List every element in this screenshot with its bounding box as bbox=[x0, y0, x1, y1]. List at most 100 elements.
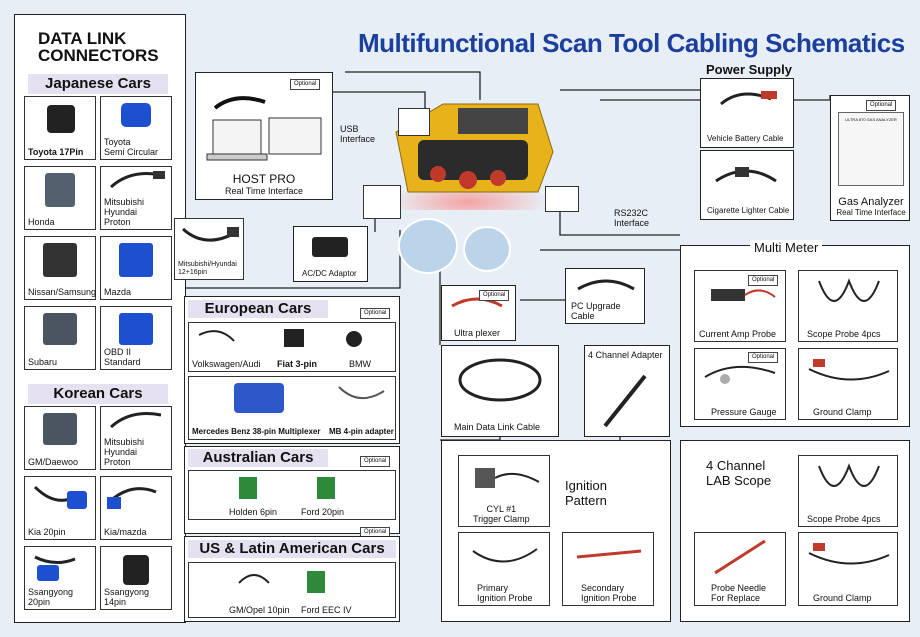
connector-label: GM/Daewoo bbox=[28, 457, 79, 467]
japanese-grid: Toyota 17Pin Toyota Semi Circular Honda … bbox=[24, 96, 172, 374]
connector-label: Kia 20pin bbox=[28, 527, 66, 537]
optional-tag: Optional bbox=[748, 275, 779, 286]
us-row: GM/Opel 10pin Ford EEC IV bbox=[188, 562, 396, 618]
dc-port bbox=[363, 185, 401, 219]
current-amp-label: Current Amp Probe bbox=[699, 329, 777, 339]
connector-label: Nissan/Samsung bbox=[28, 287, 97, 297]
connector-label: Ssangyong 20pin bbox=[28, 587, 74, 607]
optional-tag: Optional bbox=[360, 308, 391, 319]
connector-label: Ssangyong 14pin bbox=[104, 587, 150, 607]
connector-kia-mazda: Kia/mazda bbox=[100, 476, 172, 540]
gas-analyzer-screen-title: ULTRA 870 GAS ANALYZER bbox=[845, 117, 897, 122]
european-mb38: Mercedes Benz 38-pin Multiplexer bbox=[192, 427, 321, 436]
optional-tag: Optional bbox=[479, 290, 510, 301]
vehicle-battery-label: Vehicle Battery Cable bbox=[707, 134, 784, 143]
multimeter-header: Multi Meter bbox=[750, 240, 823, 255]
channel-adapter-label: 4 Channel Adapter bbox=[588, 350, 663, 360]
channel-adapter-panel: 4 Channel Adapter bbox=[584, 345, 670, 437]
scan-tool-device bbox=[388, 92, 558, 210]
connector-label: Mitsubishi Hyundai Proton bbox=[104, 437, 145, 467]
optional-tag: Optional bbox=[360, 456, 391, 467]
ignition-header: Ignition Pattern bbox=[565, 478, 607, 508]
connector-honda: Honda bbox=[24, 166, 96, 230]
probe-needle-label: Probe Needle For Replace bbox=[711, 583, 767, 603]
power-supply-label: Power Supply bbox=[706, 62, 792, 77]
australian-ford: Ford 20pin bbox=[301, 507, 345, 517]
korean-header: Korean Cars bbox=[28, 384, 168, 404]
host-label: HOST PRO bbox=[232, 172, 296, 186]
main-cable-panel: Main Data Link Cable bbox=[441, 345, 559, 437]
optional-tag: Optional bbox=[866, 100, 897, 111]
primary-probe: Primary Ignition Probe bbox=[458, 532, 550, 606]
cig-lighter-label: Cigarette Lighter Cable bbox=[707, 206, 790, 215]
trigger-clamp-label: CYL #1 Trigger Clamp bbox=[473, 504, 530, 524]
connector-mitsubishi-jp: Mitsubishi Hyundai Proton bbox=[100, 166, 172, 230]
connector-label: Mitsubishi/Hyundai 12+16pin bbox=[178, 261, 237, 276]
connector-label: Honda bbox=[28, 217, 55, 227]
connector-ssangyong-14: Ssangyong 14pin bbox=[100, 546, 172, 610]
us-header: US & Latin American Cars bbox=[188, 540, 396, 558]
connector-label: Subaru bbox=[28, 357, 58, 367]
connector-gm-daewoo: GM/Daewoo bbox=[24, 406, 96, 470]
din-connector bbox=[463, 226, 511, 272]
connector-label: Toyota Semi Circular bbox=[104, 137, 159, 157]
host-sub: Real Time Interface bbox=[224, 186, 304, 196]
pc-upgrade-panel: PC Upgrade Cable bbox=[565, 268, 645, 324]
european-header: European Cars bbox=[188, 300, 328, 318]
optional-tag: Optional bbox=[290, 79, 321, 90]
connector-toyota-semi: Toyota Semi Circular bbox=[100, 96, 172, 160]
connector-label: OBD II Standard bbox=[104, 347, 141, 367]
lab-scope-header: 4 Channel LAB Scope bbox=[706, 458, 772, 488]
connector-label: Mazda bbox=[104, 287, 132, 297]
pressure-gauge-label: Pressure Gauge bbox=[711, 407, 777, 417]
scope-probe-lab-label: Scope Probe 4pcs bbox=[807, 514, 881, 524]
rs232-label: RS232C Interface bbox=[614, 208, 650, 228]
australian-header: Australian Cars bbox=[188, 449, 328, 467]
european-fiat: Fiat 3-pin bbox=[277, 359, 317, 369]
cig-lighter-panel: Cigarette Lighter Cable bbox=[700, 150, 794, 220]
secondary-probe-label: Secondary Ignition Probe bbox=[581, 583, 637, 603]
probe-needle: Probe Needle For Replace bbox=[694, 532, 786, 606]
vehicle-battery-panel: Vehicle Battery Cable bbox=[700, 78, 794, 148]
gas-analyzer-device: ULTRA 870 GAS ANALYZER bbox=[838, 112, 904, 186]
ground-clamp-lab: Ground Clamp bbox=[798, 532, 898, 606]
optional-tag: Optional bbox=[748, 352, 779, 363]
dlc-heading: DATA LINK CONNECTORS bbox=[38, 29, 159, 65]
rs232-port bbox=[545, 186, 579, 212]
us-gm-opel: GM/Opel 10pin bbox=[229, 605, 290, 615]
ultra-plexer-label: Ultra plexer bbox=[454, 328, 501, 338]
connector-label: Mitsubishi Hyundai Proton bbox=[104, 197, 145, 227]
connector-obd2: OBD II Standard bbox=[100, 306, 172, 370]
mitsubishi-adapter: Mitsubishi/Hyundai 12+16pin bbox=[174, 218, 244, 280]
scope-probe-mm-label: Scope Probe 4pcs bbox=[807, 329, 881, 339]
australian-holden: Holden 6pin bbox=[229, 507, 278, 517]
gas-analyzer-sub: Real Time Interface bbox=[836, 208, 906, 217]
db15-connector bbox=[398, 218, 458, 274]
australian-row: Holden 6pin Ford 20pin bbox=[188, 470, 396, 520]
usb-port bbox=[398, 108, 430, 136]
us-ford-eec: Ford EEC IV bbox=[301, 605, 352, 615]
acdc-panel: AC/DC Adaptor bbox=[293, 226, 368, 282]
scope-probe-mm: Scope Probe 4pcs bbox=[798, 270, 898, 342]
european-mb4: MB 4-pin adapter bbox=[329, 427, 394, 436]
connector-ssangyong-20: Ssangyong 20pin bbox=[24, 546, 96, 610]
connector-mazda: Mazda bbox=[100, 236, 172, 300]
connector-label: Kia/mazda bbox=[104, 527, 147, 537]
korean-grid: GM/Daewoo Mitsubishi Hyundai Proton Kia … bbox=[24, 406, 172, 612]
gas-analyzer-label: Gas Analyzer bbox=[838, 196, 904, 208]
connector-nissan: Nissan/Samsung bbox=[24, 236, 96, 300]
scope-probe-lab: Scope Probe 4pcs bbox=[798, 455, 898, 527]
usb-label: USB Interface bbox=[340, 124, 376, 144]
european-bmw: BMW bbox=[349, 359, 371, 369]
connector-kia-20: Kia 20pin bbox=[24, 476, 96, 540]
laptop-icon bbox=[205, 90, 325, 170]
european-row2: Mercedes Benz 38-pin Multiplexer MB 4-pi… bbox=[188, 376, 396, 440]
connector-toyota-17: Toyota 17Pin bbox=[24, 96, 96, 160]
japanese-header: Japanese Cars bbox=[28, 74, 168, 94]
connector-label: Toyota 17Pin bbox=[28, 147, 84, 157]
trigger-clamp: CYL #1 Trigger Clamp bbox=[458, 455, 550, 527]
acdc-label: AC/DC Adaptor bbox=[302, 269, 357, 278]
pc-upgrade-label: PC Upgrade Cable bbox=[571, 301, 621, 321]
ground-clamp-mm: Ground Clamp bbox=[798, 348, 898, 420]
connector-subaru: Subaru bbox=[24, 306, 96, 370]
